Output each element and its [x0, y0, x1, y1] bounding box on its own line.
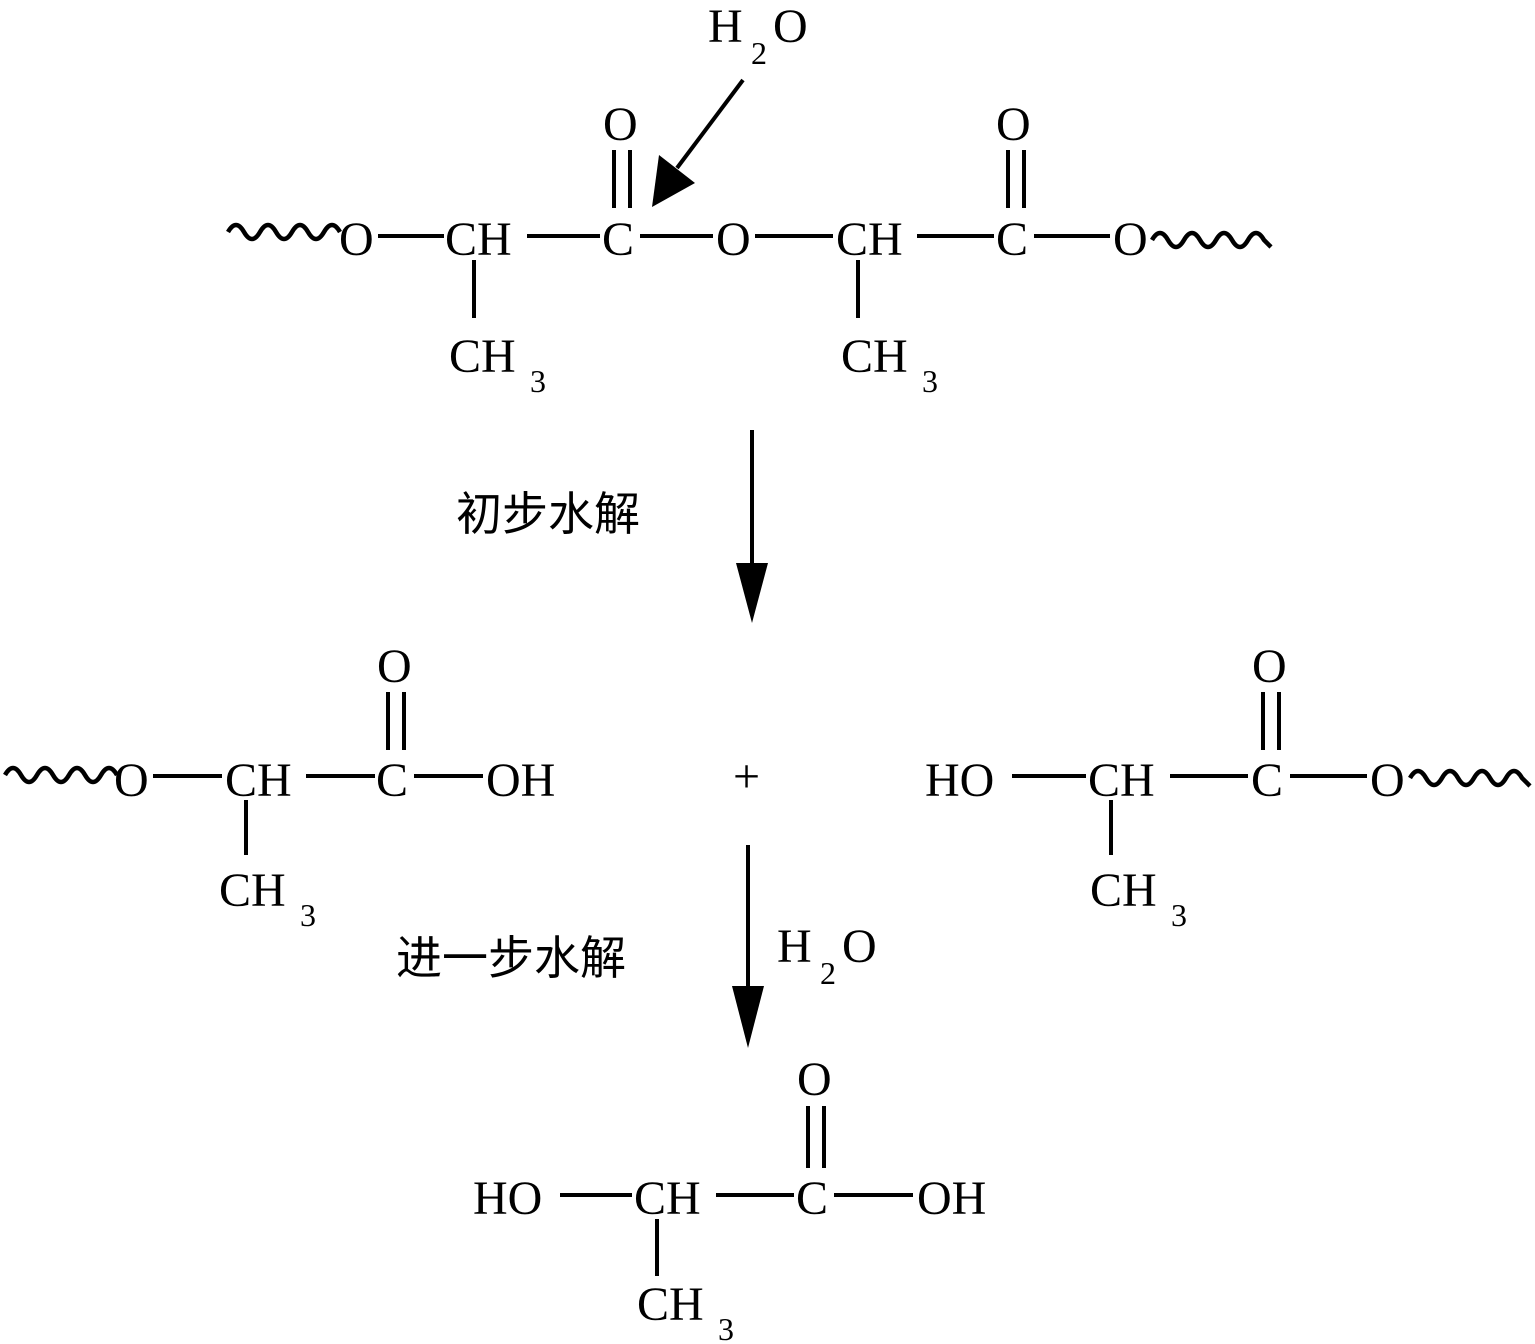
- wavy-end-mid-left: [3, 765, 119, 785]
- water2-sub: 2: [820, 955, 836, 991]
- carbonyl-o4: O: [1252, 640, 1287, 693]
- carbonyl-o1: O: [603, 98, 638, 151]
- atom-ch1: CH: [445, 213, 512, 266]
- atom-oh1: OH: [486, 754, 555, 807]
- wavy-end-right: [1150, 230, 1273, 250]
- methyl2-base: CH: [841, 330, 908, 383]
- atom-oh2: OH: [917, 1172, 986, 1225]
- atom-ch4: CH: [1088, 754, 1155, 807]
- step2-label: 进一步水解: [396, 931, 626, 985]
- methyl5-sub: 3: [718, 1311, 734, 1344]
- methyl5-base: CH: [637, 1278, 704, 1331]
- polymer-chain: H 2 O O CH C O CH C O O O CH 3: [226, 0, 1273, 399]
- wavy-end-left: [226, 222, 342, 242]
- atom-c1: C: [602, 213, 634, 266]
- atom-c2: C: [996, 213, 1028, 266]
- lactic-acid-product: HO CH C OH O CH 3: [473, 1053, 986, 1344]
- methyl1-base: CH: [449, 330, 516, 383]
- step2-arrow: 进一步水解 H 2 O: [396, 845, 877, 1048]
- fragment-hydroxyl-end: HO CH C O O CH 3: [925, 640, 1532, 933]
- atom-o5: O: [1370, 754, 1405, 807]
- step1-arrow: 初步水解: [456, 430, 768, 623]
- atom-c3: C: [376, 754, 408, 807]
- water2-h: H: [777, 920, 812, 973]
- water-h: H: [708, 0, 743, 53]
- methyl3-sub: 3: [300, 897, 316, 933]
- carbonyl-o2: O: [996, 98, 1031, 151]
- methyl3-base: CH: [219, 864, 286, 917]
- atom-ch2: CH: [836, 213, 903, 266]
- plus-sign: +: [733, 750, 760, 803]
- atom-c5: C: [796, 1172, 828, 1225]
- atom-ho2: HO: [473, 1172, 542, 1225]
- atom-o4: O: [114, 754, 149, 807]
- carbonyl-o5: O: [797, 1053, 832, 1106]
- methyl4-base: CH: [1090, 864, 1157, 917]
- atom-o3: O: [1113, 213, 1148, 266]
- fragment-acid-end: O CH C OH O CH 3: [3, 640, 555, 933]
- carbonyl-o3: O: [377, 640, 412, 693]
- atom-ch5: CH: [634, 1172, 701, 1225]
- atom-ch3: CH: [225, 754, 292, 807]
- water-sub: 2: [751, 35, 767, 71]
- step1-label: 初步水解: [456, 487, 640, 541]
- water-reagent-top: H 2 O: [708, 0, 808, 71]
- methyl2-sub: 3: [922, 363, 938, 399]
- methyl1-sub: 3: [530, 363, 546, 399]
- water-reagent-step2: H 2 O: [777, 920, 877, 991]
- water-o: O: [773, 0, 808, 53]
- atom-c4: C: [1251, 754, 1283, 807]
- methyl4-sub: 3: [1171, 897, 1187, 933]
- atom-ho1: HO: [925, 754, 994, 807]
- atom-o1: O: [339, 213, 374, 266]
- wavy-end-mid-right: [1408, 768, 1532, 788]
- attack-arrow: [652, 78, 745, 207]
- water2-o: O: [842, 920, 877, 973]
- atom-o2: O: [716, 213, 751, 266]
